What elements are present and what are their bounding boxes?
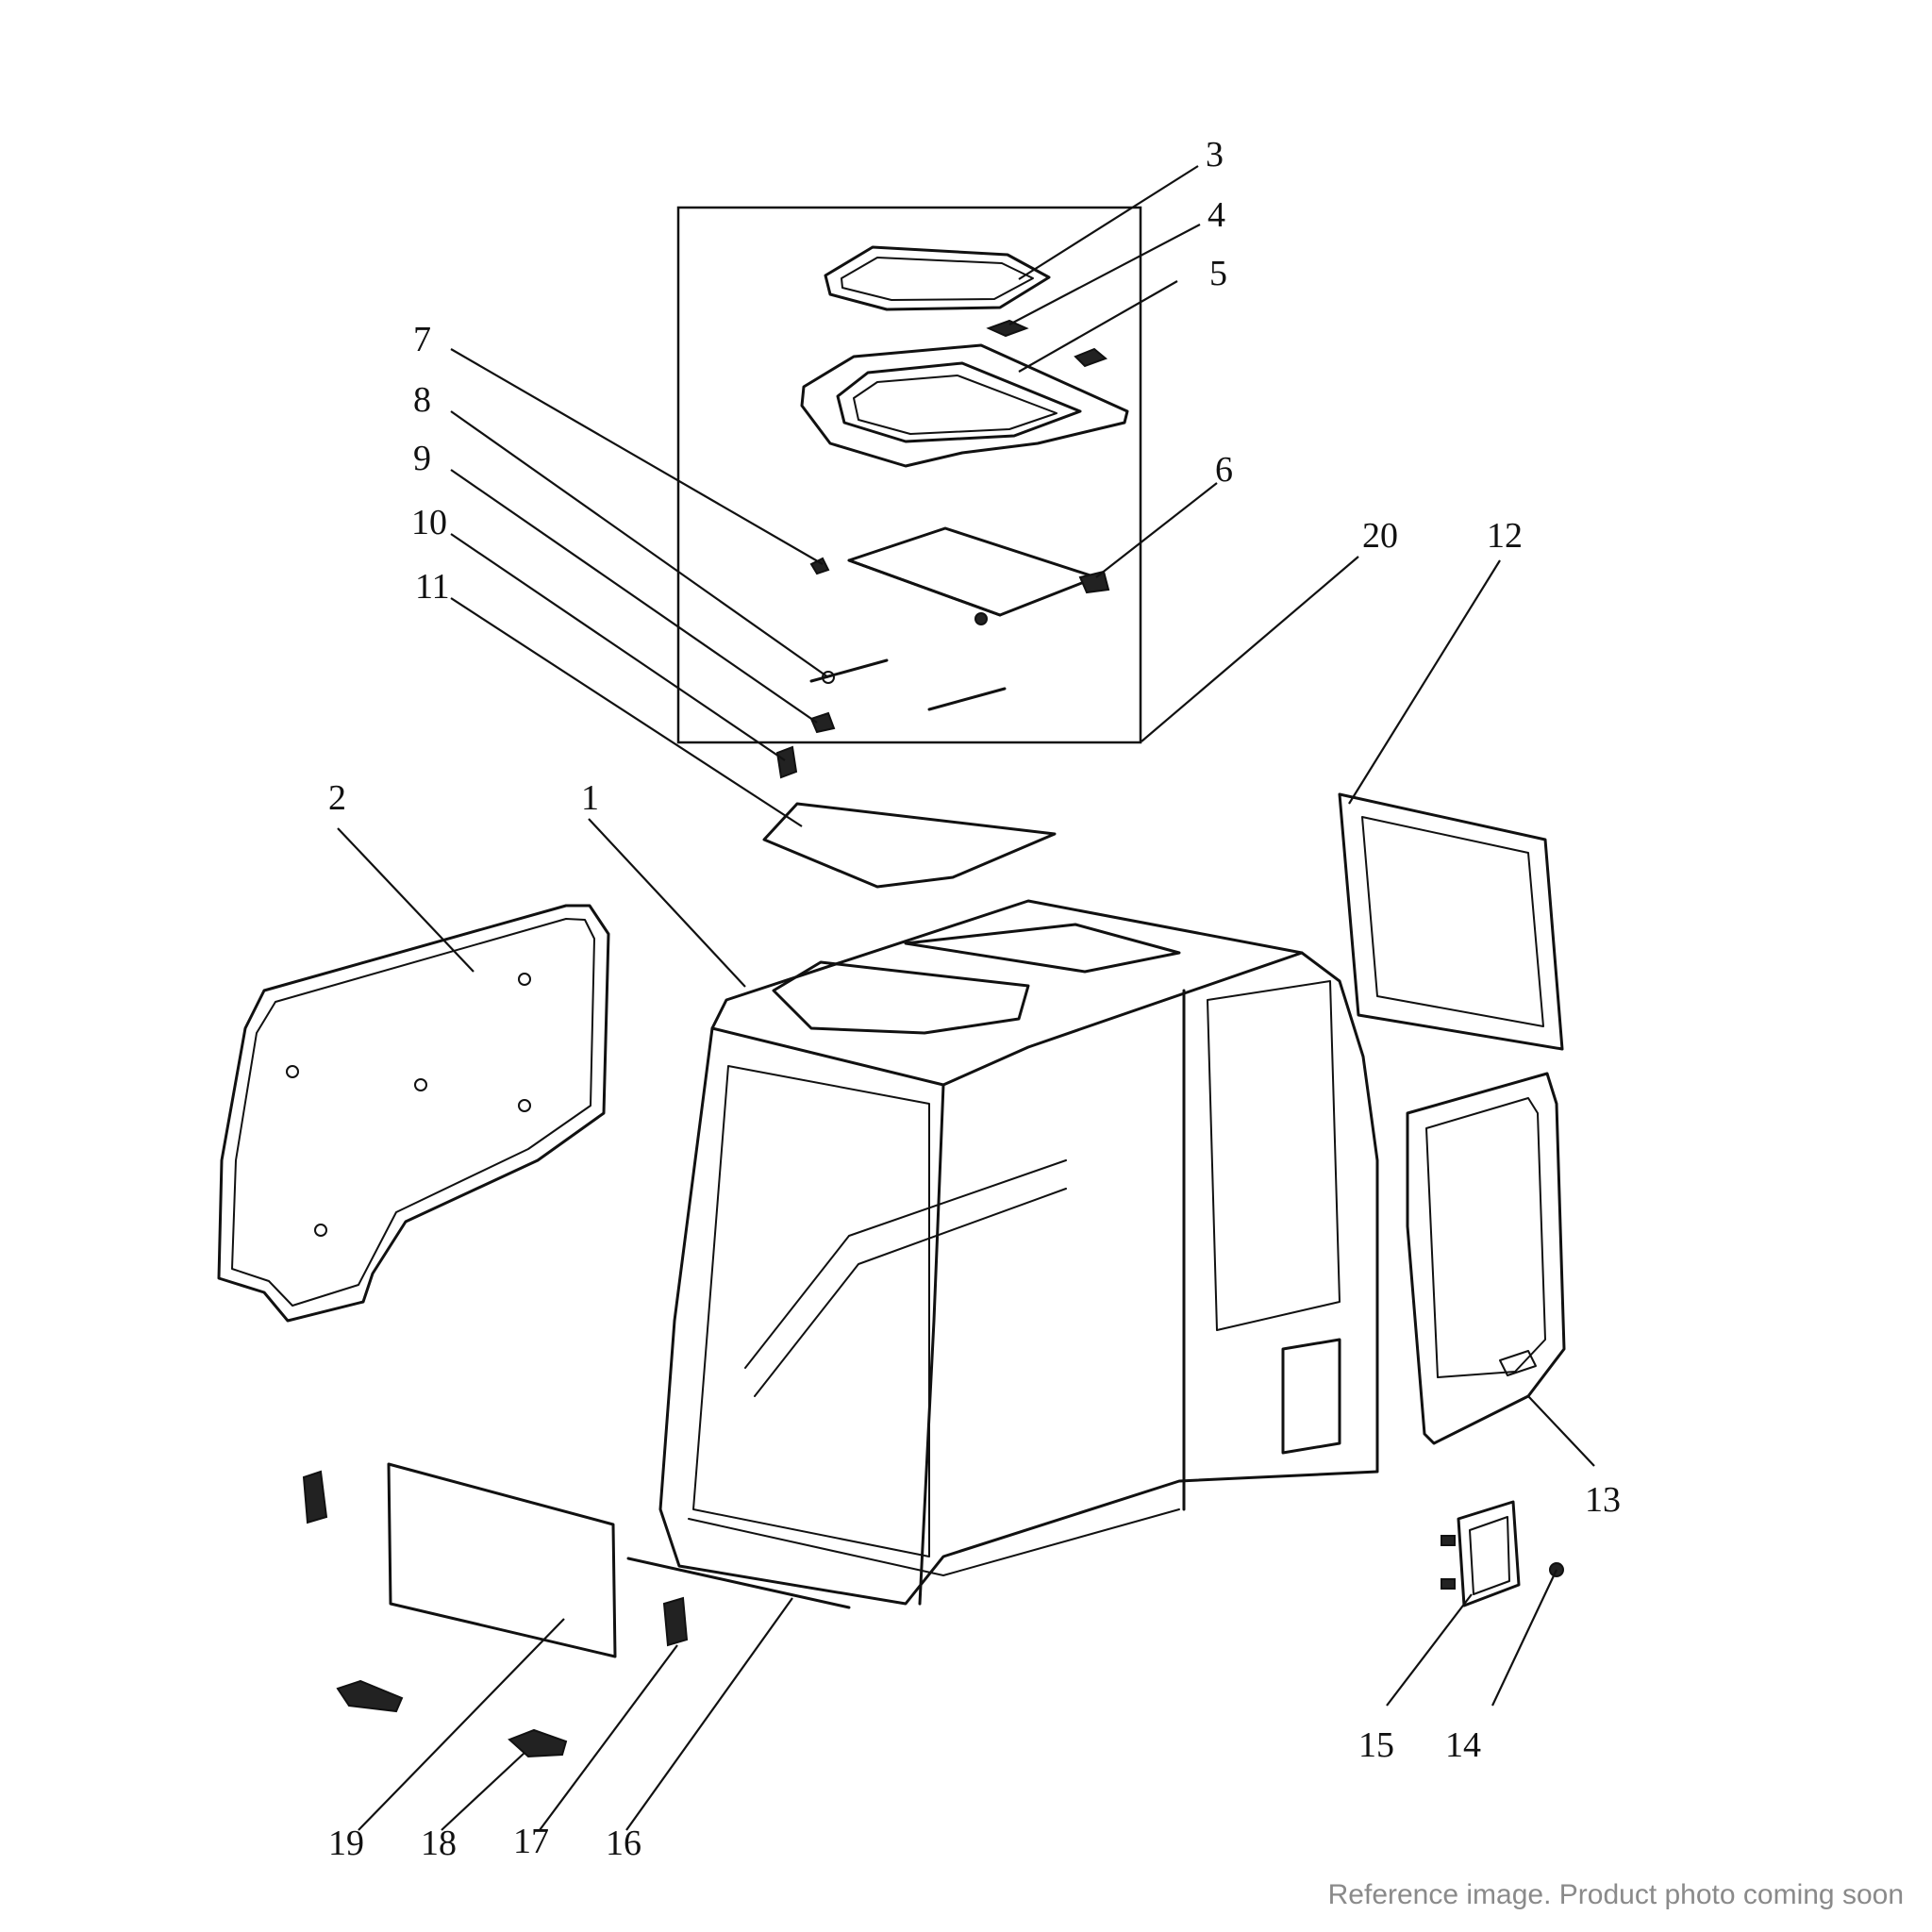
part-10-latch bbox=[775, 745, 798, 779]
callout-labels: 1 2 3 4 5 6 7 8 9 10 11 12 13 14 15 16 1… bbox=[328, 135, 1621, 1863]
callout-10: 10 bbox=[411, 503, 447, 542]
callout-8: 8 bbox=[413, 380, 431, 420]
callout-13: 13 bbox=[1585, 1480, 1621, 1520]
part-4-hatch-handle bbox=[986, 319, 1108, 368]
callout-5: 5 bbox=[1209, 254, 1227, 293]
part-17-latch bbox=[662, 1596, 689, 1647]
callout-19: 19 bbox=[328, 1824, 364, 1863]
part-11-roof-glass bbox=[762, 802, 1057, 889]
callout-17: 17 bbox=[513, 1822, 549, 1861]
part-15-vent-cover bbox=[1441, 1500, 1521, 1607]
part-19-front-lower-glass bbox=[387, 1462, 617, 1658]
callout-1: 1 bbox=[581, 778, 599, 818]
part-5-hatch-frame bbox=[800, 343, 1129, 468]
callout-20: 20 bbox=[1362, 516, 1398, 556]
watermark-caption: Reference image. Product photo coming so… bbox=[1327, 1879, 1904, 1910]
callout-3: 3 bbox=[1206, 135, 1224, 175]
part-8-gas-strut bbox=[809, 658, 1007, 711]
callout-18: 18 bbox=[421, 1824, 457, 1863]
callout-9: 9 bbox=[413, 439, 431, 478]
callout-4: 4 bbox=[1208, 195, 1225, 235]
part-12-rear-glass bbox=[1338, 792, 1564, 1051]
roof-hatch-detail-frame bbox=[676, 206, 1142, 744]
part-18-catch bbox=[508, 1728, 568, 1758]
part-6-sunshade bbox=[847, 526, 1110, 625]
part-2-left-side-glass bbox=[217, 904, 610, 1323]
part-16-seal-strip bbox=[626, 1557, 851, 1609]
callout-16: 16 bbox=[606, 1824, 641, 1863]
leader-lines bbox=[337, 165, 1595, 1831]
part-9-bracket bbox=[809, 711, 836, 734]
callout-15: 15 bbox=[1358, 1725, 1394, 1765]
callout-6: 6 bbox=[1215, 450, 1233, 490]
callout-14: 14 bbox=[1445, 1725, 1481, 1765]
part-7-clip bbox=[809, 557, 830, 575]
fitting-clip-upper bbox=[302, 1470, 328, 1524]
part-13-door-glass bbox=[1406, 1072, 1566, 1445]
callout-12: 12 bbox=[1487, 516, 1523, 556]
callout-11: 11 bbox=[415, 567, 450, 607]
fitting-catch-lower bbox=[336, 1679, 404, 1713]
callout-7: 7 bbox=[413, 320, 431, 359]
callout-2: 2 bbox=[328, 778, 346, 818]
part-3-hatch-glass bbox=[824, 245, 1051, 311]
part-1-cab-body bbox=[658, 899, 1379, 1606]
